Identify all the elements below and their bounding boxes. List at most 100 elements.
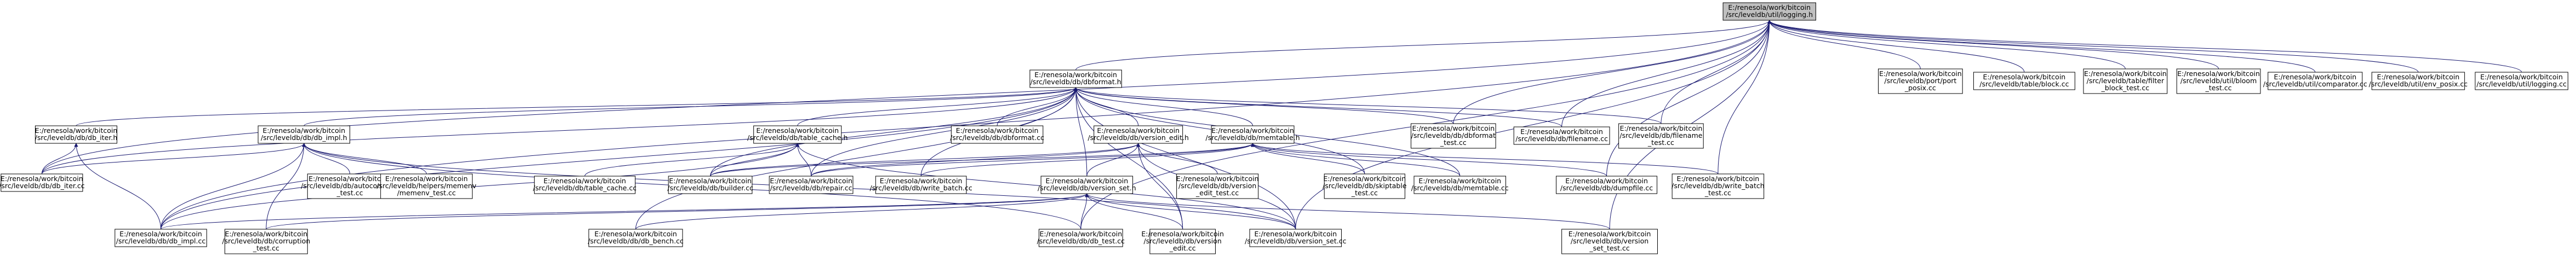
graph-edge [635, 193, 1089, 230]
node-box[interactable] [1973, 72, 2075, 90]
node-box[interactable] [2176, 68, 2261, 94]
graph-node[interactable]: E:/renesola/work/bitcoin/src/leveldb/db/… [1618, 123, 1704, 149]
graph-node[interactable]: E:/renesola/work/bitcoin/src/leveldb/uti… [2475, 72, 2568, 90]
graph-node[interactable]: E:/renesola/work/bitcoin/src/leveldb/db/… [1561, 229, 1658, 254]
graph-node[interactable]: E:/renesola/work/bitcoin/src/leveldb/db/… [1087, 125, 1189, 144]
graph-node[interactable]: E:/renesola/work/bitcoin/src/leveldb/db/… [1029, 69, 1122, 88]
graph-node[interactable]: E:/renesola/work/bitcoin/src/leveldb/db/… [1411, 123, 1496, 149]
root-node-box[interactable] [1722, 2, 1816, 21]
graph-node[interactable]: E:/renesola/work/bitcoin/src/leveldb/tab… [2083, 68, 2168, 94]
node-box[interactable] [1038, 229, 1123, 247]
node-box[interactable] [588, 229, 683, 247]
graph-node[interactable]: E:/renesola/work/bitcoin/src/leveldb/db/… [1323, 173, 1407, 199]
node-box[interactable] [1618, 123, 1704, 149]
graph-node[interactable]: E:/renesola/work/bitcoin/src/leveldb/db/… [667, 176, 753, 194]
graph-node[interactable]: E:/renesola/work/bitcoin/src/leveldb/db/… [1556, 176, 1658, 194]
graph-node[interactable]: E:/renesola/work/bitcoin/src/leveldb/uti… [2176, 68, 2261, 94]
node-label-line: _test.cc [1647, 138, 1674, 147]
node-box[interactable] [307, 173, 393, 199]
graph-node[interactable]: E:/renesola/work/bitcoin/src/leveldb/db/… [533, 176, 637, 194]
node-box[interactable] [753, 125, 842, 144]
node-box[interactable] [875, 176, 967, 194]
node-box[interactable] [1413, 176, 1507, 194]
node-label-line: E:/renesola/work/bitcoin [2377, 73, 2460, 81]
graph-node[interactable]: E:/renesola/work/bitcoin/src/leveldb/db/… [1176, 173, 1259, 199]
graph-node[interactable]: E:/renesola/work/bitcoin/src/leveldb/db/… [115, 229, 207, 247]
node-box[interactable] [668, 176, 753, 194]
node-box[interactable] [2083, 68, 2168, 94]
graph-node[interactable]: E:/renesola/work/bitcoin/src/leveldb/db/… [301, 173, 399, 199]
node-box[interactable] [1561, 229, 1658, 254]
graph-node[interactable]: E:/renesola/work/bitcoin/src/leveldb/uti… [1722, 2, 1816, 21]
node-box[interactable] [2475, 72, 2568, 90]
node-box[interactable] [257, 125, 351, 144]
node-box[interactable] [115, 229, 207, 247]
graph-edge [161, 20, 1772, 230]
node-box[interactable] [534, 176, 636, 194]
node-box[interactable] [380, 173, 473, 199]
graph-edge [1453, 20, 1772, 124]
node-label-line: /src/leveldb/db/db_impl.h [261, 133, 347, 142]
graph-node[interactable]: E:/renesola/work/bitcoin/src/leveldb/db/… [257, 125, 351, 144]
node-box[interactable] [1411, 123, 1496, 149]
node-box[interactable] [769, 176, 854, 194]
graph-node[interactable]: E:/renesola/work/bitcoin/src/leveldb/uti… [2369, 72, 2468, 90]
node-box[interactable] [35, 125, 117, 144]
node-box[interactable] [1040, 176, 1134, 194]
node-label-line: /src/leveldb/db/write_batch [1671, 182, 1765, 190]
node-label-line: /src/leveldb/db/version [1144, 237, 1222, 245]
graph-node[interactable]: E:/renesola/work/bitcoin/src/leveldb/db/… [1245, 229, 1347, 247]
node-box[interactable] [1094, 125, 1183, 144]
graph-node[interactable]: E:/renesola/work/bitcoin/src/leveldb/db/… [588, 229, 684, 247]
graph-node[interactable]: E:/renesola/work/bitcoin/src/leveldb/db/… [1141, 229, 1224, 254]
node-label-line: E:/renesola/work/bitcoin [1141, 230, 1224, 238]
node-label-line: /src/leveldb/db/skiptable [1323, 182, 1407, 190]
node-box[interactable] [2371, 72, 2465, 90]
node-label-line: _edit_test.cc [1195, 189, 1239, 197]
graph-node[interactable]: E:/renesola/work/bitcoin/src/leveldb/db/… [1513, 126, 1610, 145]
node-box[interactable] [1556, 176, 1658, 194]
graph-node[interactable]: E:/renesola/work/bitcoin/src/leveldb/uti… [2263, 72, 2367, 90]
graph-edge [1074, 87, 1296, 230]
graph-edge [41, 87, 1078, 174]
node-label-line: E:/renesola/work/bitcoin [263, 126, 346, 135]
node-box[interactable] [1878, 68, 1963, 94]
node-label-line: E:/renesola/work/bitcoin [2274, 73, 2356, 81]
node-box[interactable] [1211, 125, 1295, 144]
node-box[interactable] [1176, 173, 1259, 199]
graph-node[interactable]: E:/renesola/work/bitcoin/src/leveldb/tab… [1973, 72, 2075, 90]
node-box[interactable] [1149, 229, 1216, 254]
graph-node[interactable]: E:/renesola/work/bitcoin/src/leveldb/db/… [35, 125, 118, 144]
graph-edge [41, 20, 1772, 174]
graph-node[interactable]: E:/renesola/work/bitcoin/src/leveldb/db/… [769, 176, 854, 194]
node-box[interactable] [1249, 229, 1342, 247]
node-box[interactable] [2268, 72, 2363, 90]
node-box[interactable] [1671, 173, 1765, 199]
node-box[interactable] [1, 173, 83, 192]
graph-node[interactable]: E:/renesola/work/bitcoin/src/leveldb/db/… [870, 176, 972, 194]
graph-node[interactable]: E:/renesola/work/bitcoin/src/leveldb/db/… [1411, 176, 1509, 194]
graph-edge [797, 87, 1078, 126]
node-box[interactable] [1513, 126, 1610, 145]
graph-node[interactable]: E:/renesola/work/bitcoin/src/leveldb/hel… [376, 173, 477, 199]
graph-node[interactable]: E:/renesola/work/bitcoin/src/leveldb/por… [1878, 68, 1963, 94]
node-label-line: E:/renesola/work/bitcoin [1520, 127, 1603, 136]
graph-node[interactable]: E:/renesola/work/bitcoin/src/leveldb/db/… [1206, 125, 1300, 144]
graph-node[interactable]: E:/renesola/work/bitcoin/src/leveldb/db/… [1037, 229, 1125, 247]
graph-node[interactable]: E:/renesola/work/bitcoin/src/leveldb/db/… [0, 173, 85, 192]
node-box[interactable] [224, 229, 308, 254]
graph-node[interactable]: E:/renesola/work/bitcoin/src/leveldb/db/… [747, 125, 848, 144]
node-box[interactable] [1029, 69, 1122, 88]
graph-node[interactable]: E:/renesola/work/bitcoin/src/leveldb/db/… [222, 229, 310, 254]
graph-edge [266, 143, 306, 230]
node-label-line: E:/renesola/work/bitcoin [1620, 124, 1703, 132]
graph-edge [1767, 20, 2522, 73]
node-label-line: _test.cc [2205, 84, 2232, 92]
graph-node[interactable]: E:/renesola/work/bitcoin/src/leveldb/db/… [1671, 173, 1765, 199]
graph-edge [1080, 193, 1089, 230]
node-box[interactable] [1324, 173, 1405, 199]
graph-node[interactable]: E:/renesola/work/bitcoin/src/leveldb/db/… [1038, 176, 1136, 194]
graph-node[interactable]: E:/renesola/work/bitcoin/src/leveldb/db/… [950, 125, 1044, 144]
node-box[interactable] [951, 125, 1044, 144]
